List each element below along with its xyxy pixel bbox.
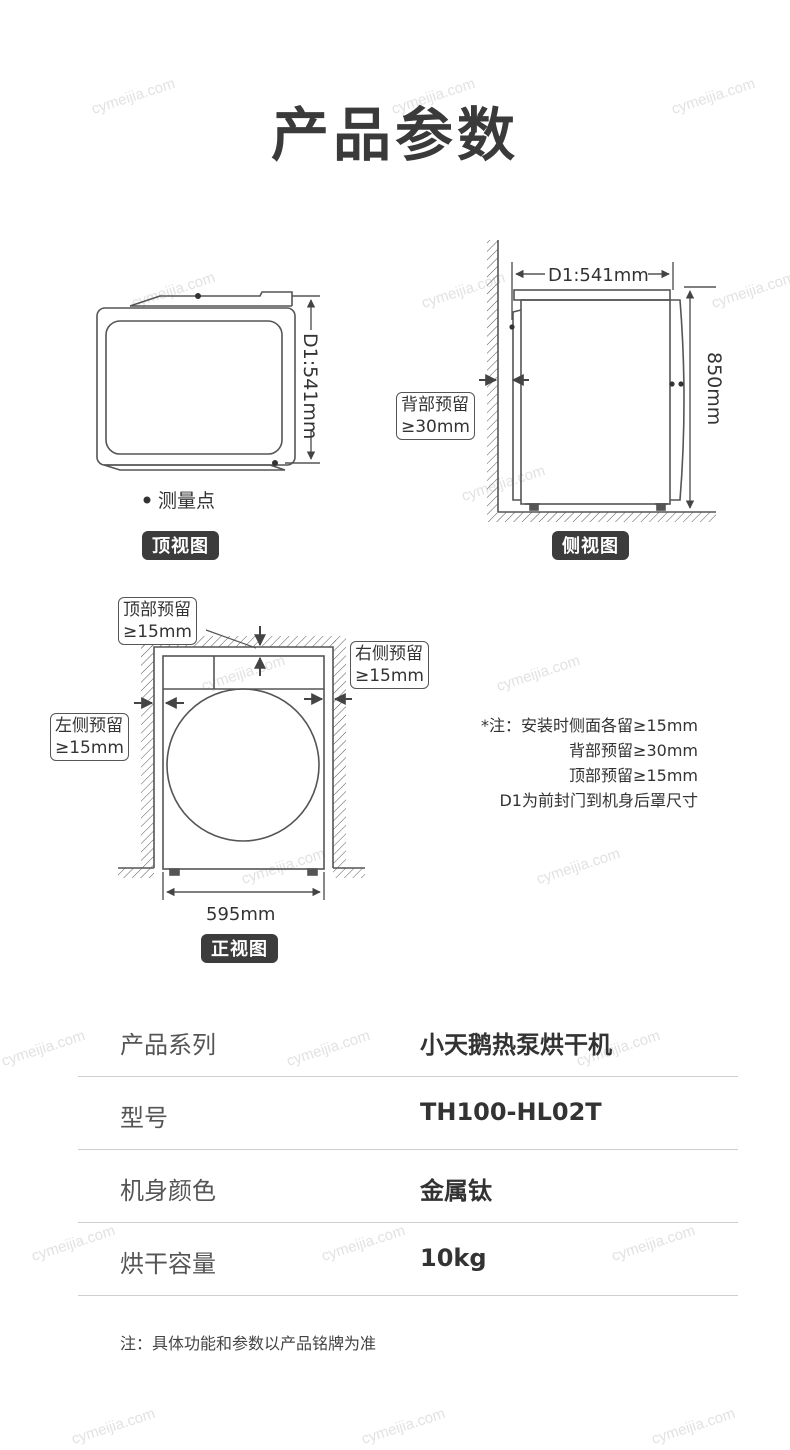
note-line: D1为前封门到机身后罩尺寸	[499, 791, 698, 810]
right-clearance-value: ≥15mm	[355, 666, 424, 686]
measure-point	[272, 460, 278, 466]
measure-point	[195, 293, 201, 299]
top-view-depth-label: D1:541mm	[299, 333, 321, 439]
spec-label: 型号	[120, 1104, 168, 1132]
right-clearance-callout: 右侧预留 ≥15mm	[350, 641, 429, 689]
back-clearance-title: 背部预留	[401, 395, 469, 415]
note-line: 背部预留≥30mm	[569, 741, 698, 760]
legend-label: 测量点	[158, 490, 215, 512]
left-clearance-value: ≥15mm	[55, 738, 124, 758]
back-clearance-callout: 背部预留 ≥30mm	[396, 392, 475, 440]
side-view-depth-dimension	[511, 262, 674, 320]
right-clearance-title: 右侧预留	[355, 644, 423, 664]
side-view-height-dimension	[684, 286, 716, 509]
top-view-dimension	[285, 295, 320, 464]
watermark: cymeijia.com	[359, 1405, 448, 1448]
watermark: cymeijia.com	[69, 1405, 158, 1448]
legend-dot	[143, 496, 151, 504]
top-clearance-callout: 顶部预留 ≥15mm	[118, 597, 197, 645]
front-view-width-label: 595mm	[206, 904, 275, 925]
side-view-drawing	[512, 289, 685, 511]
top-clearance-title: 顶部预留	[123, 600, 191, 620]
spec-label: 烘干容量	[120, 1250, 216, 1278]
note-line: 顶部预留≥15mm	[569, 766, 698, 785]
spec-label: 产品系列	[120, 1031, 216, 1059]
spec-value: 金属钛	[420, 1177, 492, 1205]
side-view-depth-label: D1:541mm	[548, 265, 649, 286]
left-clearance-callout: 左侧预留 ≥15mm	[50, 713, 129, 761]
left-clearance-title: 左侧预留	[55, 716, 123, 736]
spec-value: 10kg	[420, 1244, 487, 1272]
watermark: cymeijia.com	[0, 1027, 88, 1070]
front-view-width-dimension	[162, 872, 325, 900]
installation-notes: *注：安装时侧面各留≥15mm 背部预留≥30mm 顶部预留≥15mm D1为前…	[400, 713, 698, 813]
spec-label: 机身颜色	[120, 1177, 216, 1205]
top-clearance-value: ≥15mm	[123, 622, 192, 642]
dimension-diagrams: D1:541mm 测量点 D1:541mm 850mm	[96, 240, 725, 925]
front-view-drawing	[162, 655, 325, 876]
front-view-label: 正视图	[201, 934, 278, 963]
spec-row-capacity: 烘干容量 10kg	[78, 1222, 738, 1296]
note-line: *注：安装时侧面各留≥15mm	[481, 716, 698, 735]
spec-value: TH100-HL02T	[420, 1098, 602, 1126]
spec-row-model: 型号 TH100-HL02T	[78, 1076, 738, 1150]
side-view-height-label: 850mm	[703, 352, 725, 425]
watermark: cymeijia.com	[649, 1405, 738, 1448]
top-view-drawing	[96, 291, 296, 471]
top-view-label: 顶视图	[142, 531, 219, 560]
footnote: 注：具体功能和参数以产品铭牌为准	[120, 1334, 377, 1353]
side-view-label: 侧视图	[552, 531, 629, 560]
page-title: 产品参数	[270, 101, 519, 169]
spec-row-series: 产品系列 小天鹅热泵烘干机	[78, 1003, 738, 1077]
back-clearance-value: ≥30mm	[401, 417, 470, 437]
spec-value: 小天鹅热泵烘干机	[420, 1031, 612, 1059]
spec-row-color: 机身颜色 金属钛	[78, 1149, 738, 1223]
